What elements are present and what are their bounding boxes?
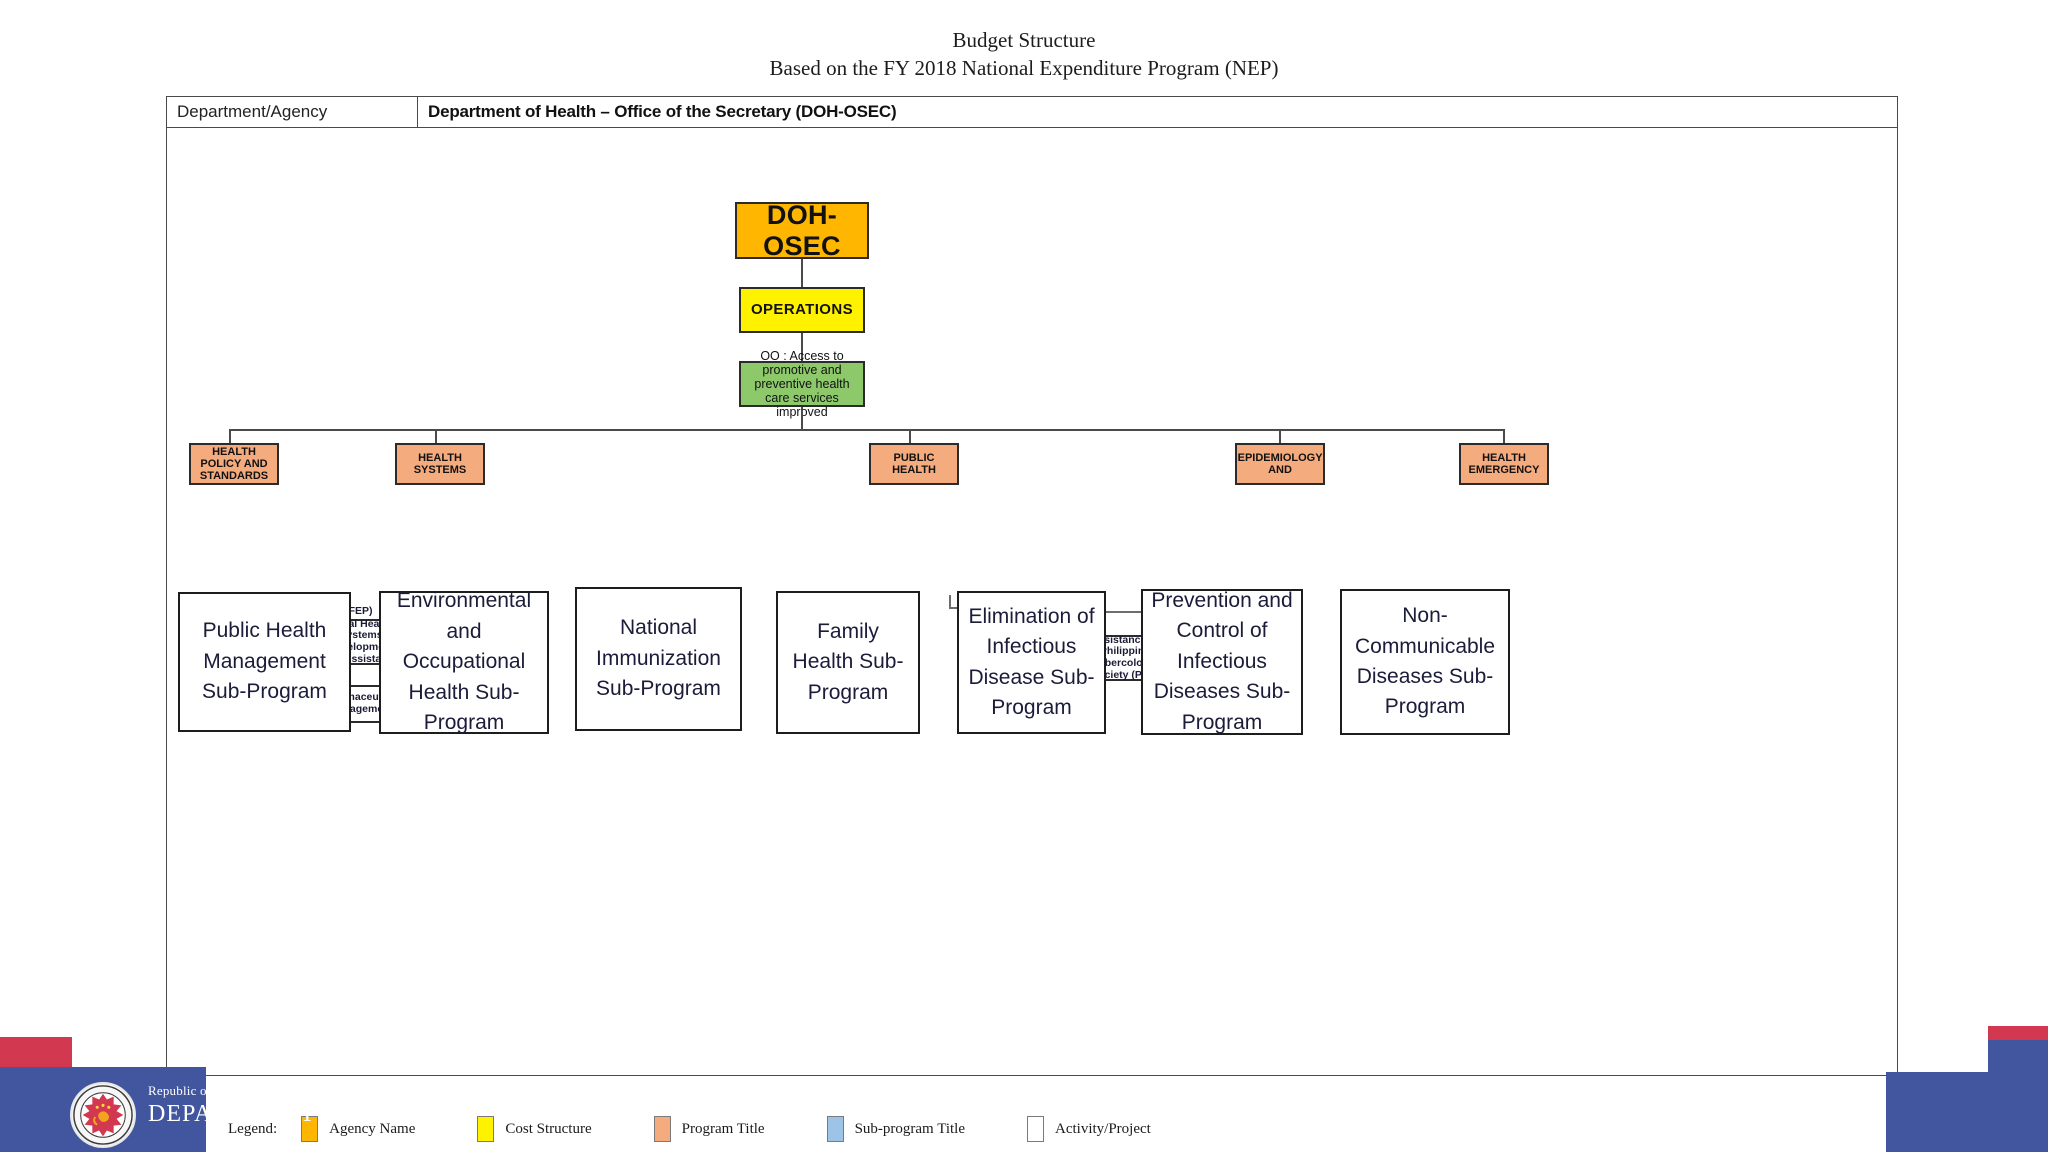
node-cost-structure-operations: OPERATIONS: [739, 287, 865, 333]
node-program-health-systems: HEALTH SYSTEMS: [395, 443, 485, 485]
brand-text: Republic of the Philippines DEPARTMENT O…: [148, 1083, 462, 1128]
connector-drop-public-health: [909, 429, 911, 443]
connector-oo-down: [801, 407, 803, 429]
legend-swatch-agency-name: [301, 1116, 319, 1142]
legend-swatch-activity-project: [1027, 1116, 1044, 1142]
callout-family-health-sub-program[interactable]: Family Health Sub-Program: [776, 591, 920, 734]
legend-item-activity-project: Activity/Project: [1027, 1116, 1151, 1142]
legend: Legend: Agency Name Cost Structure Progr…: [228, 1112, 1213, 1146]
brand-text-line2: DEPARTMENT OF HEALTH: [148, 1101, 462, 1127]
brand-accent-red-right: [1988, 1026, 2048, 1042]
callout-elimination-infectious-disease-sub-program[interactable]: Elimination of Infectious Disease Sub-Pr…: [957, 591, 1106, 734]
callout-environmental-occupational-health-sub-program[interactable]: Environmental and Occupational Health Su…: [379, 589, 549, 734]
legend-item-program-title: Program Title: [653, 1116, 765, 1142]
brand-accent-red-left: [0, 1037, 72, 1067]
legend-item-sub-program-title: Sub-program Title: [826, 1116, 965, 1142]
node-program-health-emergency: HEALTH EMERGENCY: [1459, 443, 1549, 485]
connector-drop-health-policy: [229, 429, 231, 443]
legend-swatch-program-title: [653, 1116, 671, 1142]
connector-operations-to-oo: [801, 333, 803, 361]
brand-bar-right: [1886, 1072, 2048, 1152]
budget-structure-chart: Department/Agency Department of Health –…: [166, 96, 1898, 1076]
legend-swatch-sub-program-title: [826, 1116, 844, 1142]
connector-program-bus: [229, 429, 1503, 431]
legend-label-sub-program-title: Sub-program Title: [854, 1120, 965, 1137]
connector-agency-to-operations: [801, 259, 803, 287]
node-program-epidemiology-and: EPIDEMIOLOGY AND: [1235, 443, 1325, 485]
slide-title: Budget Structure Based on the FY 2018 Na…: [0, 26, 2048, 82]
callout-public-health-management-sub-program[interactable]: Public Health Management Sub-Program: [178, 592, 351, 732]
slide-title-line2: Based on the FY 2018 National Expenditur…: [769, 56, 1279, 80]
legend-item-cost-structure: Cost Structure: [477, 1116, 592, 1142]
brand-text-line1: Republic of the Philippines: [148, 1083, 296, 1098]
slide-title-line1: Budget Structure: [952, 28, 1096, 52]
header-label-department-agency: Department/Agency: [167, 97, 418, 127]
legend-label-program-title: Program Title: [681, 1120, 765, 1137]
node-program-health-policy-and-standards: HEALTH POLICY AND STANDARDS: [189, 443, 279, 485]
legend-item-agency-name: Agency Name: [301, 1116, 415, 1142]
connector-drop-health-emergency: [1503, 429, 1505, 443]
legend-label-agency-name: Agency Name: [329, 1120, 416, 1137]
node-organizational-outcome: OO : Access to promotive and preventive …: [739, 349, 865, 419]
callout-national-immunization-sub-program[interactable]: National Immunization Sub-Program: [575, 587, 742, 731]
legend-label-activity-project: Activity/Project: [1055, 1120, 1151, 1137]
brand-bar-right-tall: [1988, 1040, 2048, 1072]
header-value-department-agency: Department of Health – Office of the Sec…: [428, 102, 897, 121]
connector-drop-epidemiology: [1279, 429, 1281, 443]
node-agency-doh-osec: DOH-OSEC: [735, 200, 869, 261]
doh-seal-logo: [70, 1082, 136, 1148]
node-program-public-health: PUBLIC HEALTH: [869, 443, 959, 485]
legend-label-cost-structure: Cost Structure: [505, 1120, 592, 1137]
legend-swatch-cost-structure: [477, 1116, 495, 1142]
callout-prevention-control-infectious-diseases-sub-program[interactable]: Prevention and Control of Infectious Dis…: [1141, 589, 1303, 735]
legend-title: Legend:: [228, 1120, 278, 1137]
chart-header-row: Department/Agency Department of Health –…: [167, 97, 1897, 128]
connector-drop-health-systems: [435, 429, 437, 443]
callout-non-communicable-diseases-sub-program[interactable]: Non-Communicable Diseases Sub-Program: [1340, 589, 1510, 735]
